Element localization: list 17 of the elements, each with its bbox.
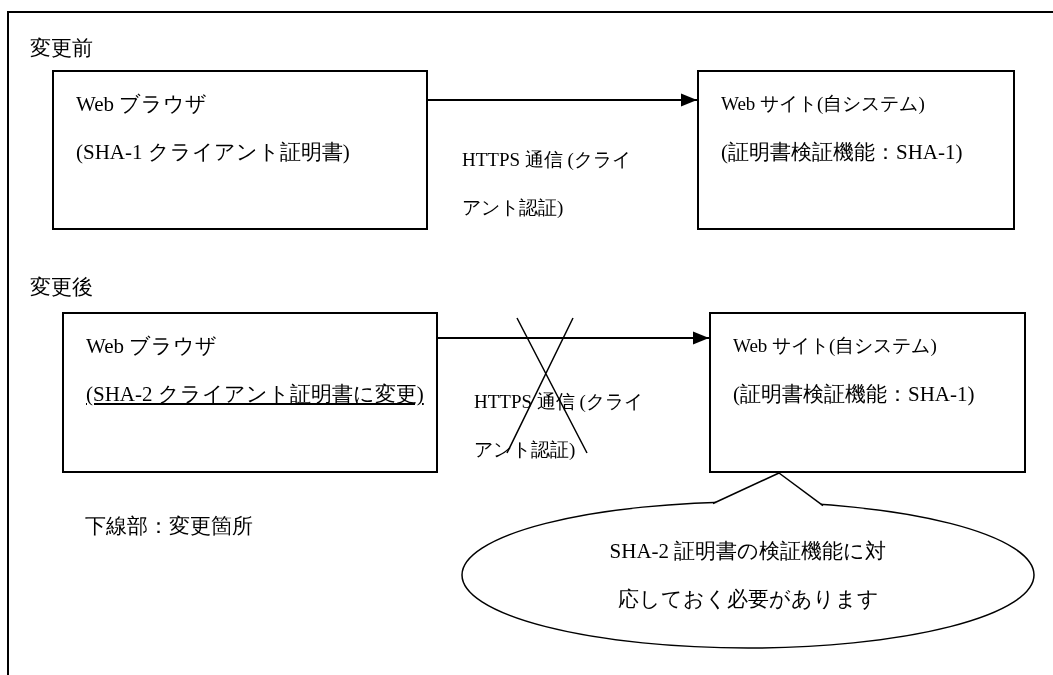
node-title: Web サイト(自システム) — [733, 334, 938, 358]
process-box — [697, 70, 1015, 230]
node-title: Web サイト(自システム) — [721, 92, 926, 116]
process-box — [52, 70, 428, 230]
node-text: (SHA-1 クライアント証明書) — [76, 139, 351, 166]
callout-text: SHA-2 証明書の検証機能に対応しておく必要があります — [608, 538, 888, 613]
section-heading: 変更前 — [30, 35, 93, 62]
section-heading: 変更後 — [30, 274, 93, 301]
node-title: Web ブラウザ — [86, 333, 219, 360]
note-text: 下線部：変更箇所 — [85, 513, 253, 540]
arrow — [427, 93, 698, 107]
node-title: Web ブラウザ — [76, 91, 209, 118]
node-text: (証明書検証機能：SHA-1) — [733, 381, 976, 408]
node-text: (SHA-2 クライアント証明書に変更) — [86, 381, 425, 408]
process-box — [62, 312, 438, 473]
node-text: (証明書検証機能：SHA-1) — [721, 139, 964, 166]
arrow — [437, 331, 710, 345]
